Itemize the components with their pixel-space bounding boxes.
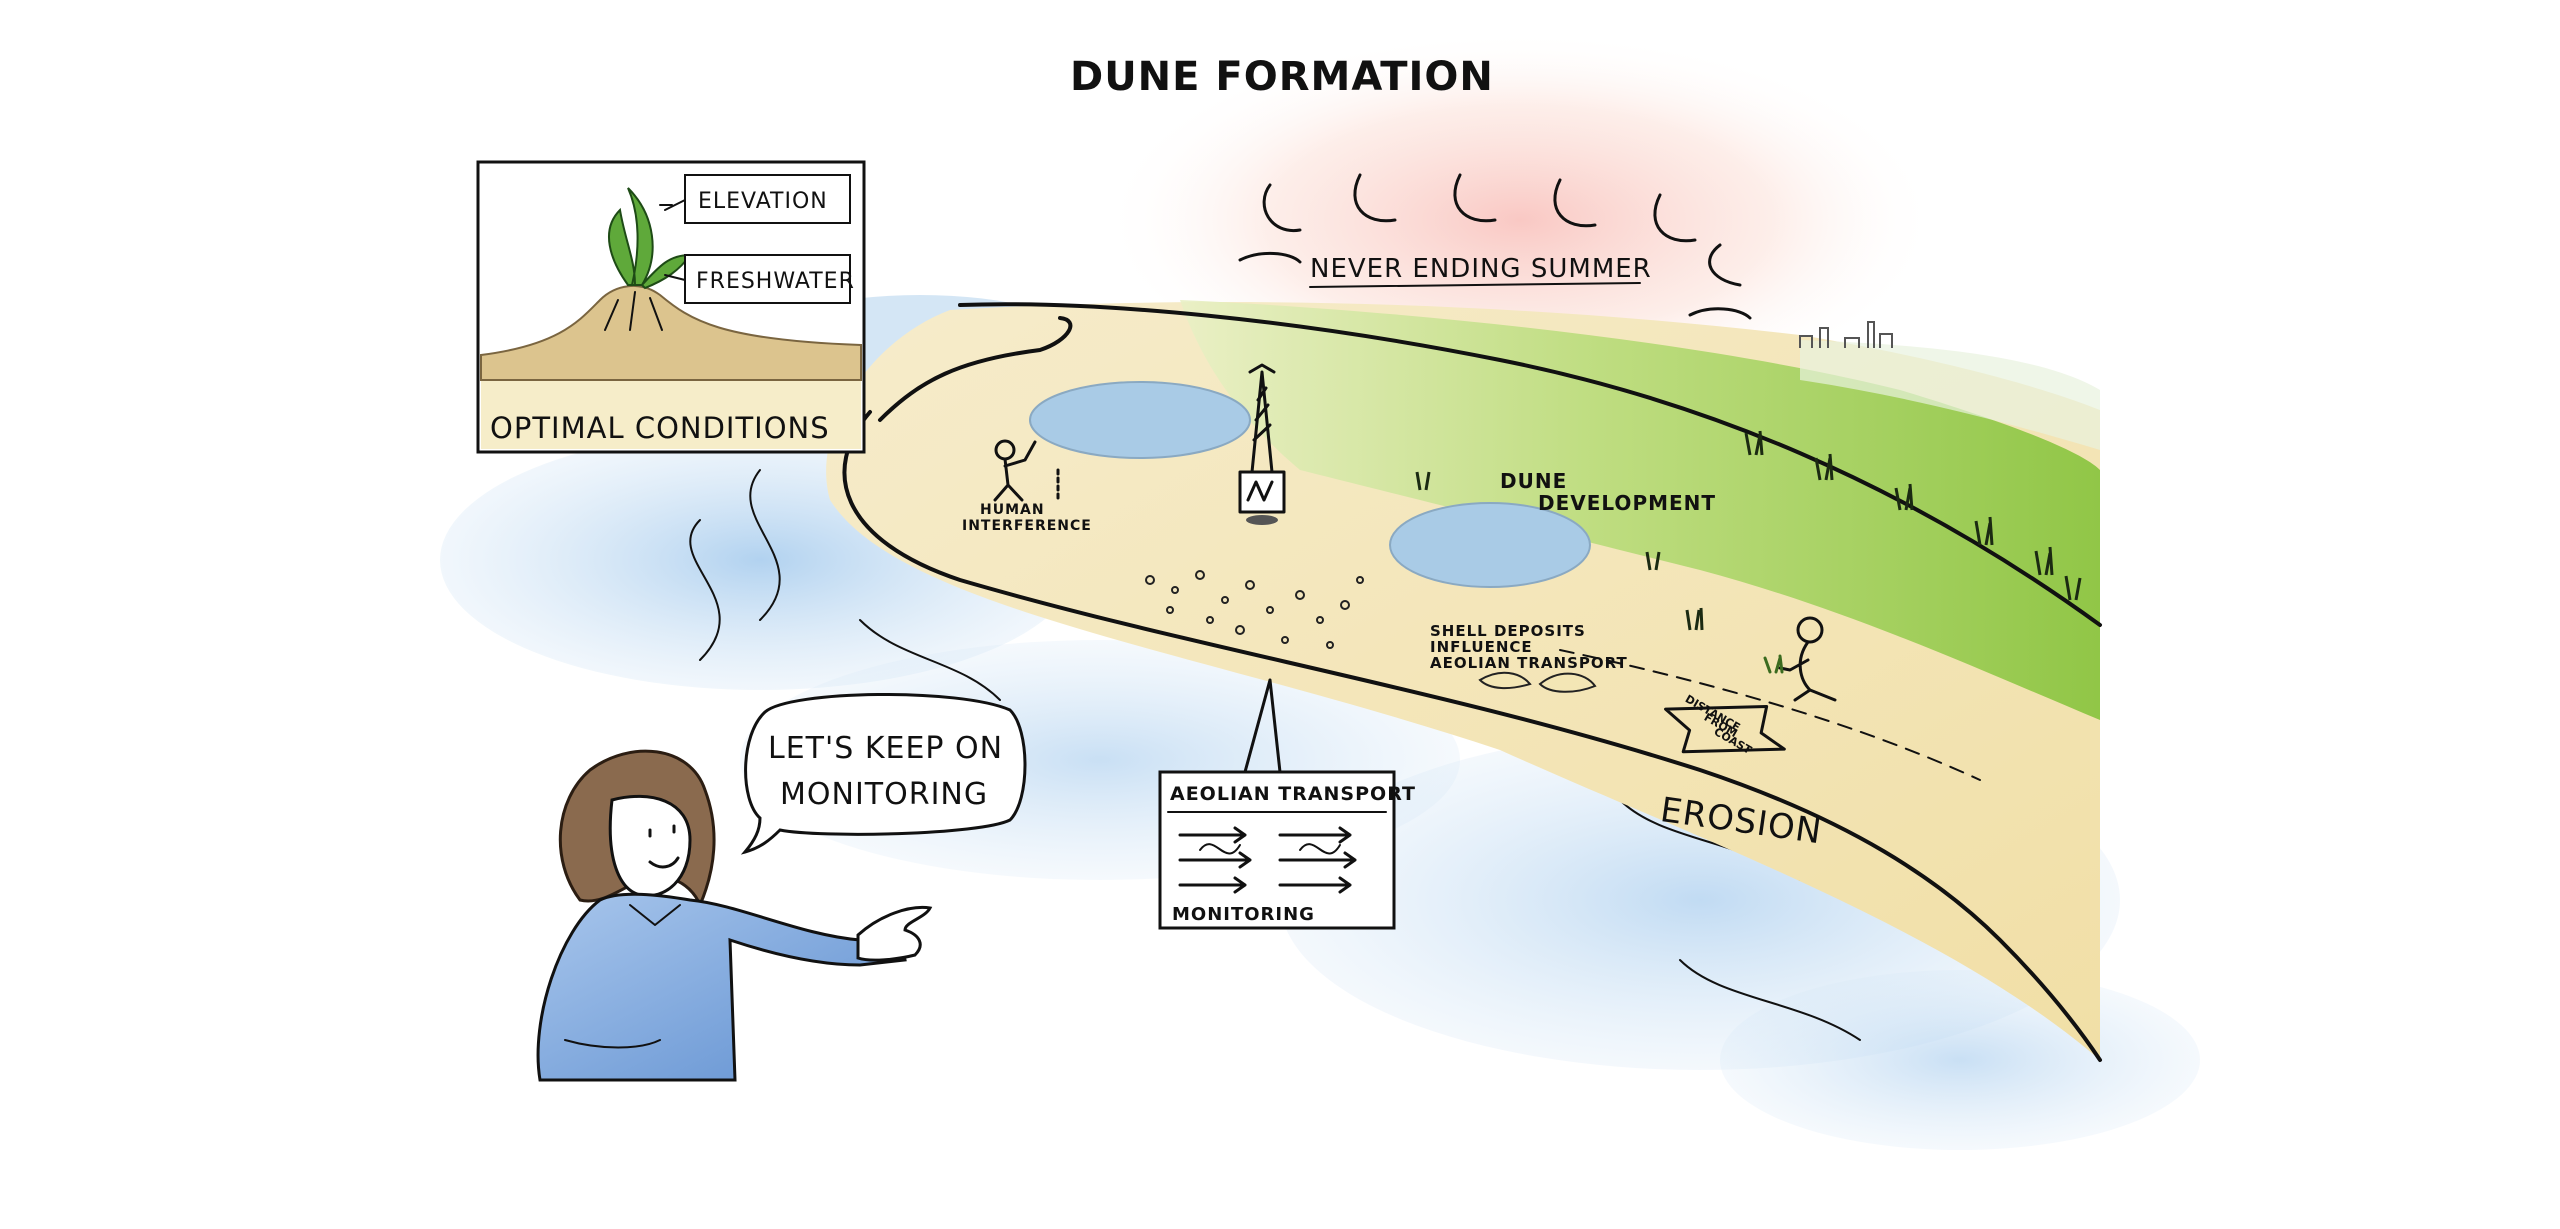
grass-dune: [1180, 300, 2100, 720]
shell-deposits-label-3: AEOLIAN TRANSPORT: [1430, 654, 1628, 672]
sun-rays: [1238, 173, 1752, 320]
upper-pond: [1029, 381, 1251, 459]
speech-line-2: MONITORING: [780, 777, 988, 812]
lagoon-shore: [878, 316, 1073, 422]
coastline: [842, 410, 2102, 1062]
aeolian-box-title: AEOLIAN TRANSPORT: [1170, 783, 1416, 805]
optimal-conditions-box: ELEVATION FRESHWATER OPTIMAL CONDITIONS: [476, 160, 866, 454]
shell-deposits-label-2: INFLUENCE: [1430, 638, 1533, 656]
kneeling-researcher: [1763, 616, 1837, 702]
never-ending-summer-underline: [1309, 282, 1641, 288]
human-interference-label-2: INTERFERENCE: [962, 518, 1092, 534]
elevation-tag: ELEVATION: [698, 189, 828, 214]
dune-pond: [1389, 502, 1591, 588]
shell-deposits-label-1: SHELL DEPOSITS: [1430, 622, 1586, 640]
speech-bubble: [740, 692, 1027, 855]
aeolian-box-footer: MONITORING: [1172, 904, 1315, 925]
presenter-face: [608, 794, 692, 898]
freshwater-tag: FRESHWATER: [696, 269, 855, 294]
dashed-boundary: [1559, 649, 1981, 781]
human-interference-label-1: HUMAN: [980, 502, 1045, 518]
optimal-conditions-label: OPTIMAL CONDITIONS: [490, 411, 830, 445]
dune-crest-line: [958, 302, 2102, 627]
page-title: DUNE FORMATION: [1070, 54, 1494, 100]
speech-line-1: LET'S KEEP ON: [768, 731, 1003, 766]
presenter-hand: [856, 905, 933, 962]
distant-town: [1799, 321, 1893, 348]
dune-development-label-2: DEVELOPMENT: [1538, 491, 1716, 515]
dune-development-label-1: DUNE: [1500, 469, 1567, 493]
grass-tufts: [1415, 430, 2082, 631]
presenter-woman: LET'S KEEP ON MONITORING: [536, 692, 1027, 1082]
wind-arrows-icon: [1178, 826, 1357, 894]
presenter-shirt: [536, 892, 907, 1082]
never-ending-summer-label: NEVER ENDING SUMMER: [1310, 254, 1652, 284]
measurement-mast: [1238, 363, 1286, 525]
inland-wash: [1800, 340, 2100, 450]
shell-deposits: [1145, 570, 1597, 693]
aeolian-transport-box: AEOLIAN TRANSPORT MONITORING: [1158, 678, 1416, 930]
human-figure: [993, 439, 1060, 502]
